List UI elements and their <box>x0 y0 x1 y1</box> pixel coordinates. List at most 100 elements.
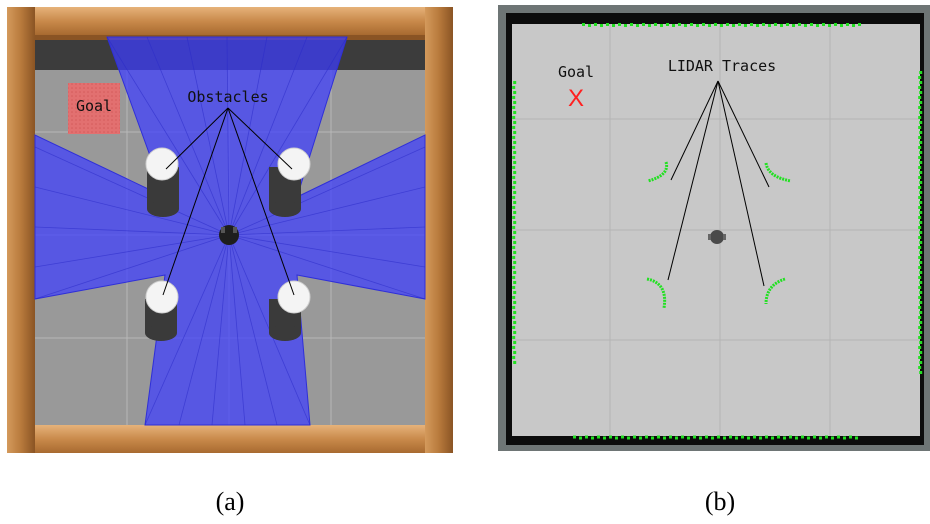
lidar-trace-point <box>585 435 588 439</box>
lidar-trace-point <box>741 435 744 439</box>
lidar-trace-point <box>612 24 615 27</box>
lidar-trace-point <box>919 141 923 144</box>
lidar-trace-point <box>919 241 923 244</box>
goal-label: Goal <box>558 63 594 81</box>
lidar-trace-point <box>513 161 517 164</box>
lidar-trace-point <box>919 191 923 194</box>
lidar-trace-point <box>919 81 923 84</box>
lidar-trace-point <box>512 136 516 139</box>
lidar-ray <box>228 146 426 236</box>
lidar-trace-point <box>919 291 923 294</box>
lidar-trace-point <box>512 166 516 169</box>
obstacle-trace-bottom-right <box>764 277 786 305</box>
lidar-trace-point <box>918 96 922 99</box>
lidar-ray <box>34 146 230 236</box>
lidar-trace-point <box>591 436 594 440</box>
lidar-trace-point <box>684 24 687 27</box>
lidar-wall-traces <box>512 23 923 440</box>
lidar-trace-point <box>714 23 717 26</box>
lidar-trace-point <box>666 23 669 26</box>
lidar-trace-point <box>672 24 675 27</box>
lidar-trace-point <box>512 236 516 239</box>
wood-wall-left <box>7 7 35 453</box>
lidar-trace-point <box>918 256 922 259</box>
lidar-trace-point <box>918 136 922 139</box>
lidar-trace-point <box>918 296 922 299</box>
lidar-trace-point <box>513 231 517 234</box>
lidar-trace-point <box>855 436 858 440</box>
wood-wall-top <box>7 7 453 35</box>
lidar-trace-point <box>512 266 516 269</box>
lidar-trace-point <box>819 436 822 440</box>
lidar-trace-point <box>919 151 923 154</box>
lidar-trace-point <box>663 436 666 440</box>
lidar-trace-point <box>513 291 517 294</box>
lidar-trace-point <box>919 281 923 284</box>
occupancy-map: Goal X LIDAR Traces <box>498 5 930 451</box>
lidar-trace-point <box>512 256 516 259</box>
lidar-trace-point <box>513 301 517 304</box>
lidar-trace-point <box>774 23 777 26</box>
lidar-trace-point <box>837 435 840 439</box>
lidar-trace-point <box>513 311 517 314</box>
lidar-trace-point <box>918 326 922 329</box>
lidar-trace-point <box>918 236 922 239</box>
lidar-trace-point <box>918 156 922 159</box>
lidar-trace-point <box>846 23 849 26</box>
lidar-trace-point <box>512 326 516 329</box>
lidar-trace-point <box>513 141 517 144</box>
lidar-trace-point <box>513 251 517 254</box>
lidar-ray <box>34 226 230 236</box>
lidar-ray <box>226 36 230 236</box>
lidar-trace-point <box>618 23 621 26</box>
lidar-ray <box>146 36 230 236</box>
obstacle-trace-top-right <box>764 162 792 183</box>
lidar-trace-point <box>918 366 922 369</box>
lidar-trace-point <box>512 296 516 299</box>
lidar-trace-point <box>513 191 517 194</box>
lidar-trace-point <box>807 436 810 440</box>
lidar-trace-point <box>513 361 517 364</box>
lidar-trace-point <box>919 201 923 204</box>
obstacles <box>145 147 311 341</box>
lidar-trace-point <box>919 161 923 164</box>
obstacle-trace-bottom-left <box>646 277 667 309</box>
lidar-trace-point <box>738 23 741 26</box>
lidar-trace-point <box>512 306 516 309</box>
lidar-trace-point <box>513 351 517 354</box>
lidar-trace-point <box>918 266 922 269</box>
lidar-trace-point <box>603 436 606 440</box>
lidar-trace-point <box>810 23 813 26</box>
lidar-ray <box>228 36 348 236</box>
lidar-trace-point <box>804 24 807 27</box>
lidar-trace-point <box>687 436 690 440</box>
lidar-trace-point <box>642 23 645 26</box>
lidar-trace-point <box>512 186 516 189</box>
lidar-trace-point <box>513 221 517 224</box>
lidar-trace-point <box>513 121 517 124</box>
lidar-trace-point <box>918 76 922 79</box>
lidar-trace-point <box>918 166 922 169</box>
lidar-trace-point <box>633 435 636 439</box>
lidar-trace-point <box>512 96 516 99</box>
lidar-trace-point <box>512 176 516 179</box>
lidar-trace-point <box>512 206 516 209</box>
lidar-trace-point <box>512 336 516 339</box>
lidar-ray <box>228 234 246 426</box>
lidar-trace-point <box>615 436 618 440</box>
lidar-trace-point <box>513 171 517 174</box>
lidar-trace-point <box>919 311 923 314</box>
lidar-trace-point <box>512 196 516 199</box>
lidar-trace-point <box>594 23 597 26</box>
lidar-ray <box>228 226 426 236</box>
lidar-trace-point <box>630 23 633 26</box>
lidar-trace-point <box>600 24 603 27</box>
lidar-trace-point <box>588 24 591 27</box>
lidar-trace-point <box>919 131 923 134</box>
lidar-trace-point <box>789 435 792 439</box>
map-grid <box>512 24 920 436</box>
lidar-traces-label: LIDAR Traces <box>668 57 776 75</box>
lidar-trace-point <box>919 301 923 304</box>
lidar-trace-point <box>918 346 922 349</box>
lidar-trace-point <box>729 435 732 439</box>
